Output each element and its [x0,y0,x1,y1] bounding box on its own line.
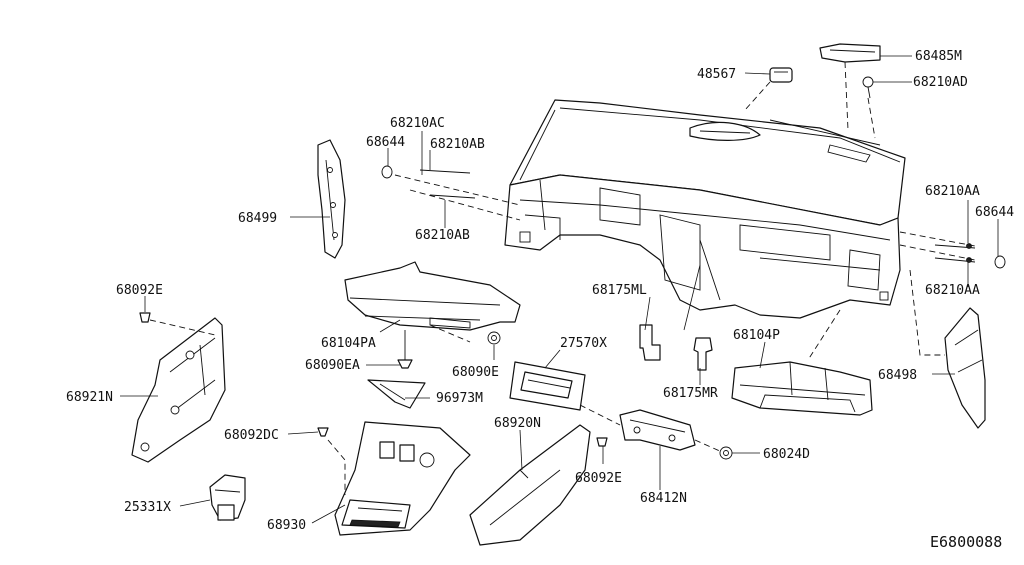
diagram-code: E6800088 [930,533,1002,551]
clip-icon [317,427,329,437]
part-68104PA[interactable] [344,261,521,331]
label-68092E-top[interactable]: 68092E [116,283,163,298]
clip-icon [719,446,733,460]
label-68210AC[interactable]: 68210AC [390,116,445,131]
label-68090E[interactable]: 68090E [452,365,499,380]
clip-icon [381,165,476,199]
label-68210AA-bottom[interactable]: 68210AA [925,283,980,298]
screw-icon [397,330,413,369]
part-68175ML[interactable] [639,324,661,361]
label-68024D[interactable]: 68024D [763,447,810,462]
clip-icon [139,312,151,323]
label-68104PA[interactable]: 68104PA [321,336,376,351]
label-68092DC[interactable]: 68092DC [224,428,279,443]
label-68210AD[interactable]: 68210AD [913,75,968,90]
part-96973M[interactable] [367,379,426,409]
clip-icon [487,331,501,345]
label-68210AA-top[interactable]: 68210AA [925,184,980,199]
label-68498[interactable]: 68498 [878,368,917,383]
label-68175ML[interactable]: 68175ML [592,283,647,298]
label-68920N[interactable]: 68920N [494,416,541,431]
label-68930[interactable]: 68930 [267,518,306,533]
part-48567[interactable] [769,67,793,83]
part-25331X[interactable] [209,474,246,521]
label-68092E-bottom[interactable]: 68092E [575,471,622,486]
label-68499[interactable]: 68499 [238,211,277,226]
label-68485M[interactable]: 68485M [915,49,962,64]
label-68090EA[interactable]: 68090EA [305,358,360,373]
part-68499[interactable] [317,139,346,259]
label-27570X[interactable]: 27570X [560,336,607,351]
part-68104P[interactable] [731,361,873,416]
label-68921N[interactable]: 68921N [66,390,113,405]
label-68644-right[interactable]: 68644 [975,205,1014,220]
leader-lines [120,55,999,524]
clip-icon [934,243,1006,269]
part-68498[interactable] [944,307,986,429]
part-68930[interactable] [334,421,471,536]
part-68412N[interactable] [619,409,696,451]
label-68210AB-bottom[interactable]: 68210AB [415,228,470,243]
assembly-lines [149,61,976,495]
instrument-panel-assembly [504,99,906,319]
part-68920N[interactable] [469,424,591,546]
label-68210AB-top[interactable]: 68210AB [430,137,485,152]
part-68921N[interactable] [131,317,226,463]
label-68644-left[interactable]: 68644 [366,135,405,150]
label-96973M[interactable]: 96973M [436,391,483,406]
clip-icon [596,437,608,447]
part-68175MR[interactable] [693,337,713,371]
part-27570X[interactable] [509,361,586,411]
label-68175MR[interactable]: 68175MR [663,386,718,401]
label-48567[interactable]: 48567 [697,67,736,82]
part-labels: 68485M 48567 68210AD 68210AC 68644 68210… [66,49,1014,551]
label-68412N[interactable]: 68412N [640,491,687,506]
screw-icon [862,76,874,99]
label-25331X[interactable]: 25331X [124,500,171,515]
label-68104P[interactable]: 68104P [733,328,780,343]
part-68485M[interactable] [819,43,881,63]
